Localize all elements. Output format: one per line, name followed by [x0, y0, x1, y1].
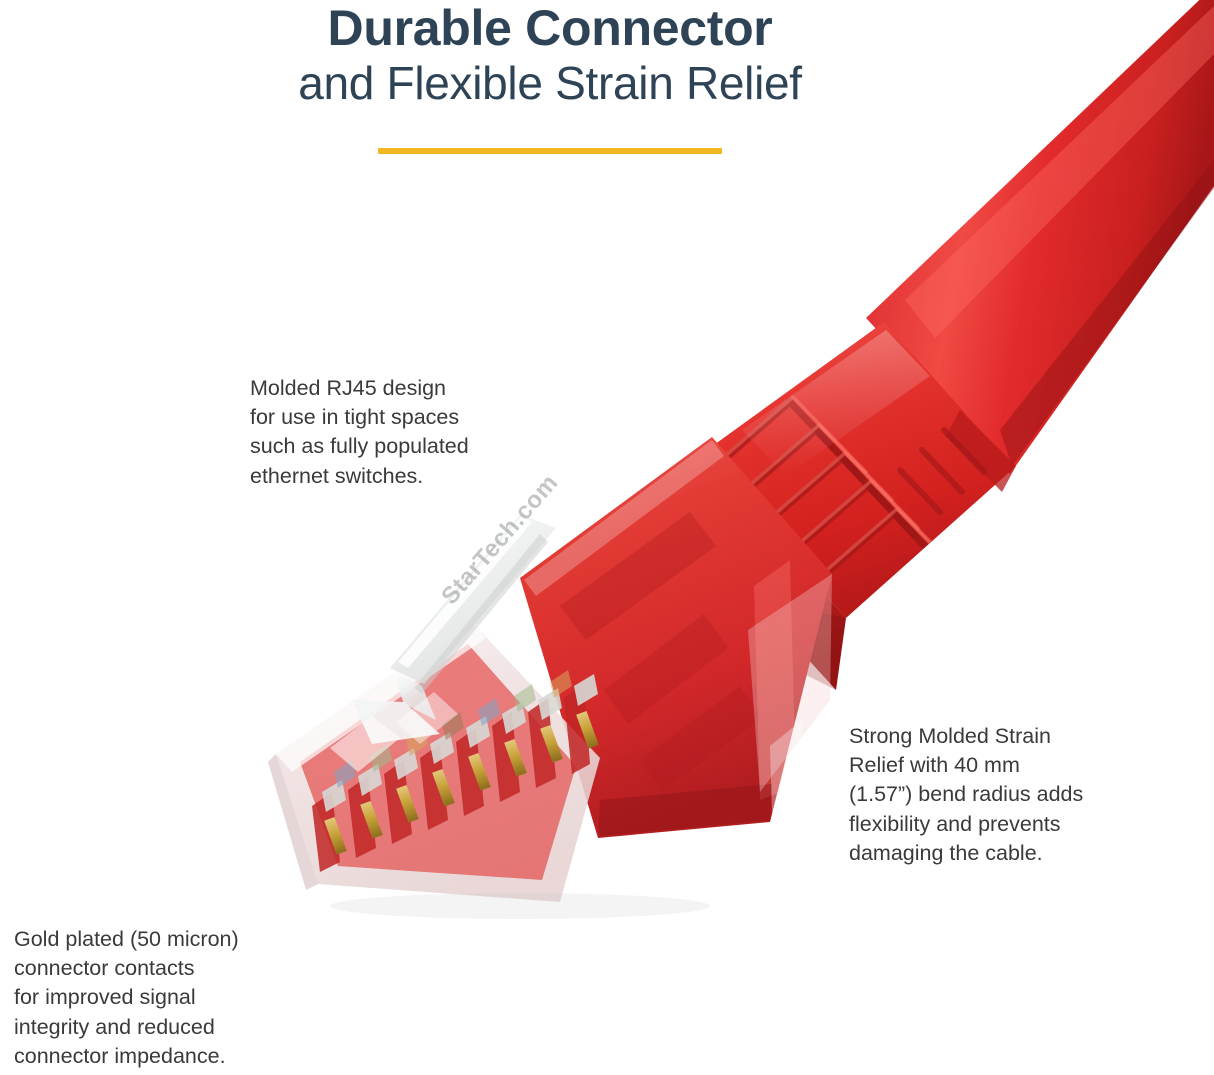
page-title-line-1: Durable Connector — [327, 0, 773, 56]
callout-gold-plated-contacts: Gold plated (50 micron) connector contac… — [14, 927, 239, 1068]
title-accent-rule — [378, 148, 722, 154]
clear-plug-housing — [268, 620, 600, 902]
rj45-connector-body — [520, 437, 832, 838]
boot-ribs — [708, 394, 987, 594]
page-title: Durable Connector and Flexible Strain Re… — [0, 2, 1100, 108]
release-latch — [330, 514, 556, 772]
page-title-line-2: and Flexible Strain Relief — [298, 57, 802, 109]
callout-strain-relief: Strong Molded Strain Relief with 40 mm (… — [849, 724, 1084, 865]
strain-relief-boot — [690, 322, 1016, 690]
callout-molded-rj45: Molded RJ45 design for use in tight spac… — [250, 376, 469, 488]
gold-contact-pins — [312, 670, 599, 872]
